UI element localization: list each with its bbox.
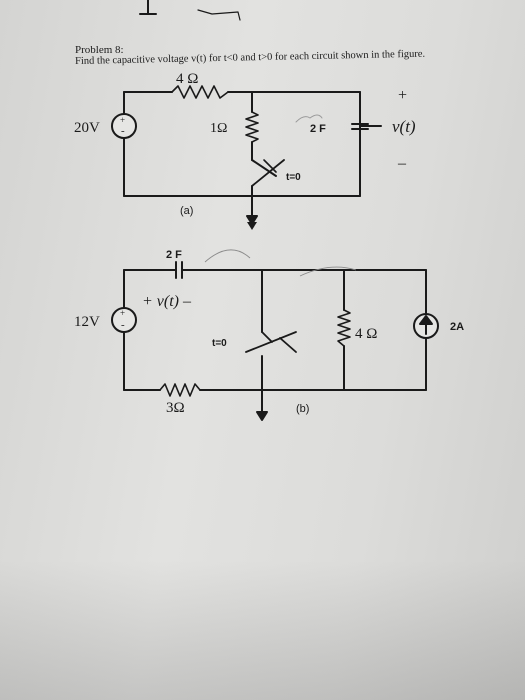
circuit-b-capacitor-label: 2 F bbox=[166, 249, 182, 261]
circuit-a-ground-stub bbox=[246, 215, 258, 225]
pencil-strokes bbox=[204, 249, 357, 277]
circuit-a-voltage-source bbox=[111, 113, 137, 139]
circuit-a-switch bbox=[251, 159, 285, 187]
circuit-a-vout-plus: + bbox=[398, 87, 407, 104]
pencil-mark bbox=[295, 114, 323, 123]
circuit-b-current-source-label: 2A bbox=[450, 321, 464, 333]
circuit-a-label: (a) bbox=[180, 205, 193, 217]
circuit-b-r-right-label: 4 Ω bbox=[355, 326, 377, 342]
circuit-b-source-plus: + bbox=[120, 308, 125, 318]
circuit-b-current-source bbox=[413, 313, 439, 339]
page-shadow bbox=[0, 560, 525, 700]
circuit-a-capacitor bbox=[351, 123, 369, 130]
circuit-a-source-minus: - bbox=[121, 125, 125, 137]
circuit-b-source-label: 12V bbox=[74, 314, 100, 330]
circuit-b-switch bbox=[245, 331, 297, 353]
circuit-a-source-label: 20V bbox=[74, 120, 100, 136]
circuit-b-wires bbox=[123, 269, 427, 415]
circuit-a-resistor-4ohm bbox=[171, 85, 229, 99]
circuit-a-source-plus: + bbox=[120, 115, 125, 125]
circuit-a-top-stub bbox=[247, 222, 257, 230]
circuit-b-switch-label: t=0 bbox=[212, 338, 227, 349]
circuit-b-cap-voltage-label: + v(t) – bbox=[142, 293, 192, 310]
circuit-a-capacitor-label: 2 F bbox=[310, 123, 326, 135]
circuit-a-vout-minus: – bbox=[397, 155, 407, 172]
problem-title: Problem 8: bbox=[75, 44, 124, 56]
top-edge-marks bbox=[139, 0, 241, 21]
circuit-b-ground-stub bbox=[256, 411, 268, 421]
circuit-b-label: (b) bbox=[296, 403, 309, 415]
circuit-b-voltage-source bbox=[111, 307, 137, 333]
circuit-b-r-bottom-label: 3Ω bbox=[166, 400, 185, 416]
circuit-a-vout-label: v(t) bbox=[392, 117, 416, 136]
circuit-b-resistor-4ohm bbox=[337, 309, 351, 347]
circuit-b-capacitor bbox=[175, 261, 183, 279]
circuit-b-resistor-3ohm bbox=[159, 383, 201, 397]
circuit-a-r-mid-label: 1Ω bbox=[210, 121, 227, 136]
circuit-a-wires bbox=[123, 91, 382, 219]
circuit-a-r-top-label: 4 Ω bbox=[176, 71, 198, 87]
circuit-b-source-minus: - bbox=[121, 319, 125, 331]
circuit-a-resistor-1ohm bbox=[245, 111, 259, 143]
circuit-a-switch-label: t=0 bbox=[286, 172, 301, 183]
